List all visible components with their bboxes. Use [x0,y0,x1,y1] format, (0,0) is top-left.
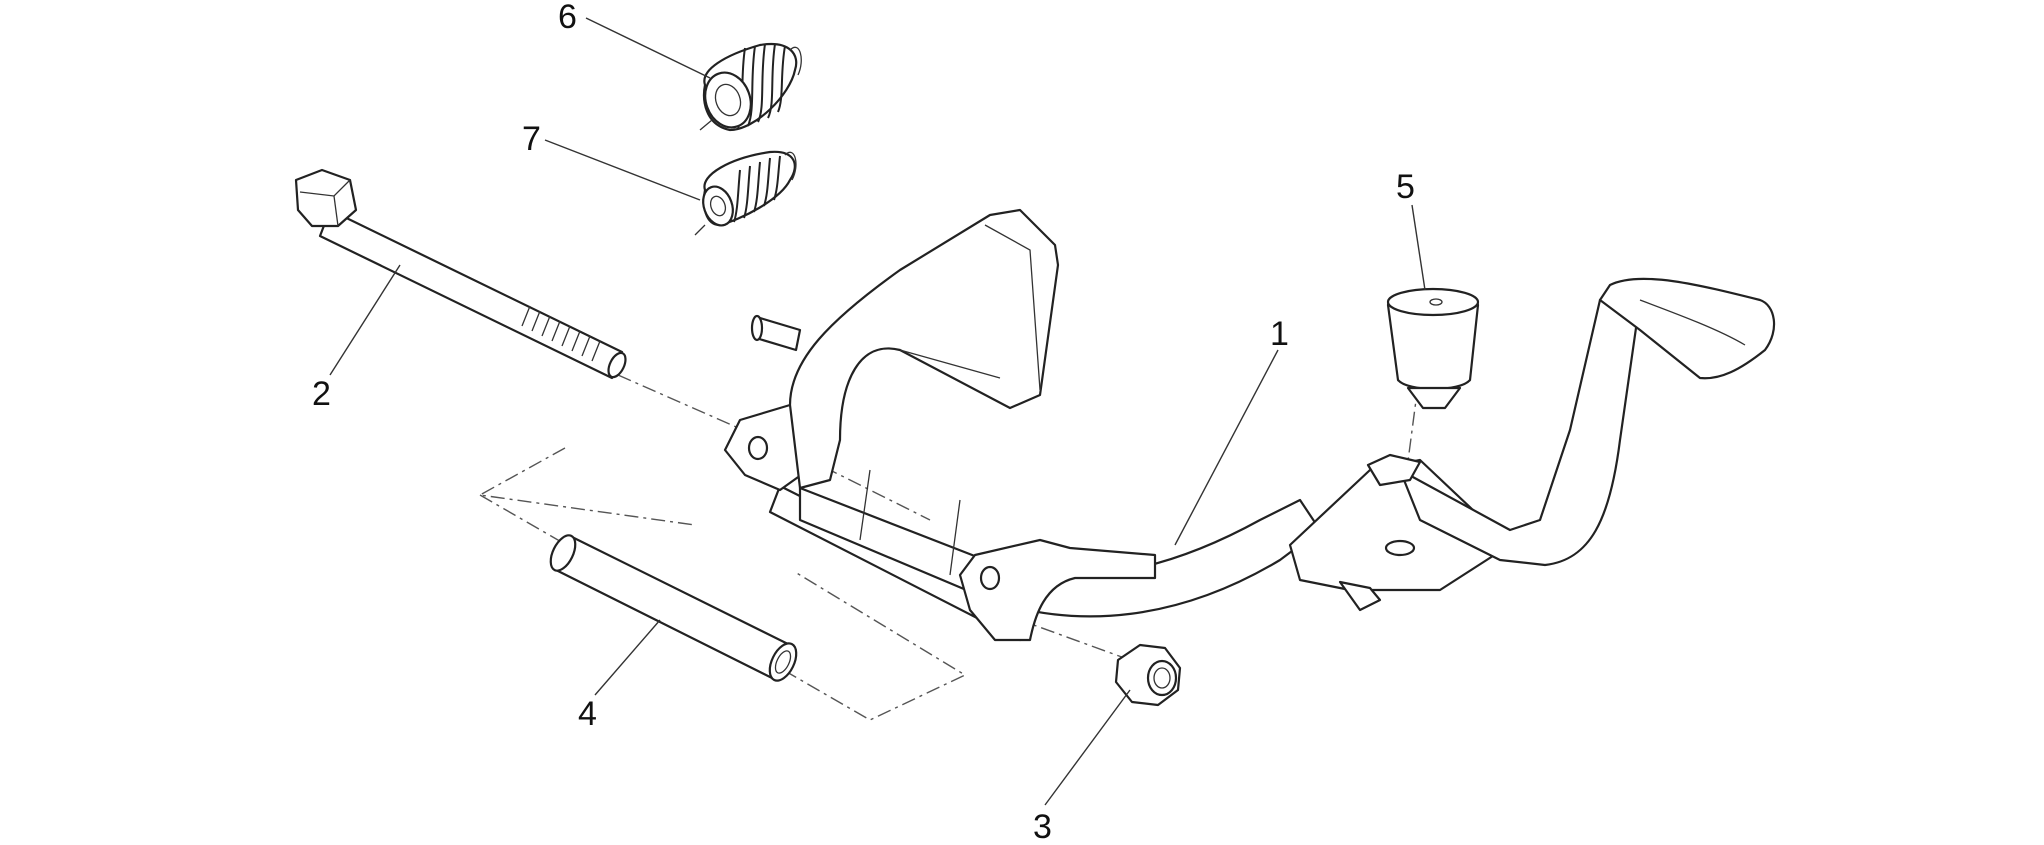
leader-1 [1174,349,1279,546]
part-1-stand [723,208,1776,642]
part-label-7: 7 [522,120,541,158]
part-label-5: 5 [1396,168,1415,206]
part-2-bolt [294,168,627,380]
leader-4 [594,619,661,696]
leader-lines [329,17,1426,806]
part-label-6: 6 [558,0,577,36]
part-4-pin [549,534,798,682]
part-labels: 1 2 3 4 5 6 7 [312,0,1415,845]
part-label-1: 1 [1270,315,1289,353]
part-3-nut [1114,643,1182,707]
leader-2 [329,264,401,376]
part-7-spring [694,150,797,236]
part-label-2: 2 [312,375,331,413]
leader-7 [544,139,701,201]
leader-6 [585,17,711,79]
part-label-4: 4 [578,695,597,733]
leader-3 [1044,689,1131,806]
part-6-spring [699,42,802,132]
part-label-3: 3 [1033,808,1052,845]
part-5-buffer [1386,287,1480,410]
leader-5 [1411,204,1426,291]
